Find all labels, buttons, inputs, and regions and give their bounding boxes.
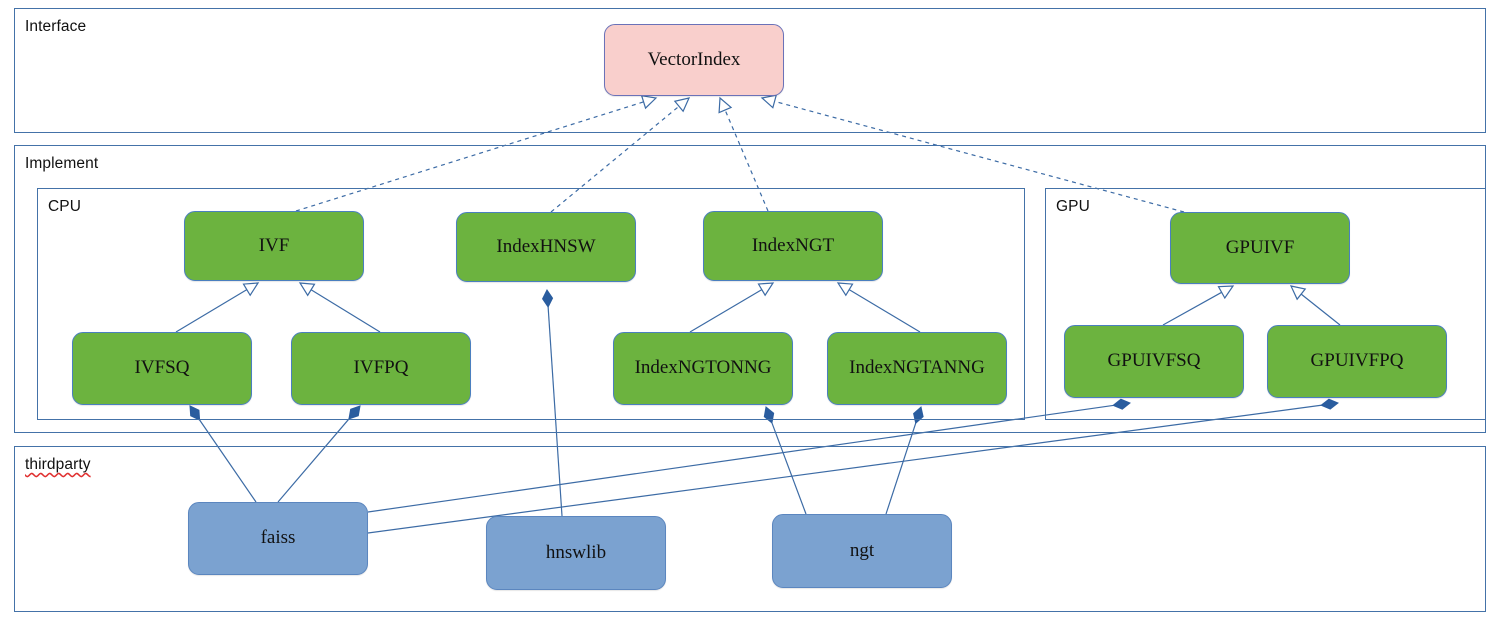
class-node-label: faiss: [260, 527, 296, 549]
class-node-ngt[interactable]: ngt: [772, 514, 952, 588]
container-label-thirdparty: thirdparty: [25, 456, 91, 473]
container-cpu: [37, 188, 1025, 420]
class-node-label: IVF: [258, 234, 290, 256]
class-node-ivfsq[interactable]: IVFSQ: [72, 332, 252, 405]
class-node-gpuivf[interactable]: GPUIVF: [1170, 212, 1350, 284]
class-node-label: GPUIVFSQ: [1107, 350, 1201, 372]
class-node-vectorindex[interactable]: VectorIndex: [604, 24, 784, 96]
container-label-implement: Implement: [25, 155, 99, 172]
class-node-label: GPUIVF: [1225, 236, 1295, 258]
class-node-gpuivfsq[interactable]: GPUIVFSQ: [1064, 325, 1244, 398]
container-label-interface: Interface: [25, 18, 87, 35]
class-node-indexhnsw[interactable]: IndexHNSW: [456, 212, 636, 282]
class-node-indexngt[interactable]: IndexNGT: [703, 211, 883, 281]
class-node-label: IVFSQ: [134, 357, 190, 379]
class-node-label: GPUIVFPQ: [1310, 350, 1404, 372]
class-node-label: IVFPQ: [353, 357, 409, 379]
class-node-label: IndexNGTANNG: [849, 357, 985, 379]
class-node-label: IndexNGT: [751, 234, 835, 256]
class-node-label: ngt: [849, 539, 875, 561]
class-node-label: VectorIndex: [647, 48, 741, 70]
class-node-indexngtonng[interactable]: IndexNGTONNG: [613, 332, 793, 405]
container-label-cpu: CPU: [48, 198, 82, 215]
class-node-gpuivfpq[interactable]: GPUIVFPQ: [1267, 325, 1447, 398]
class-node-ivfpq[interactable]: IVFPQ: [291, 332, 471, 405]
class-node-label: IndexNGTONNG: [634, 357, 772, 379]
container-interface: [14, 8, 1486, 133]
class-node-ivf[interactable]: IVF: [184, 211, 364, 281]
class-node-label: IndexHNSW: [496, 235, 596, 257]
class-node-faiss[interactable]: faiss: [188, 502, 368, 575]
class-node-indexngtanng[interactable]: IndexNGTANNG: [827, 332, 1007, 405]
class-node-label: hnswlib: [545, 541, 607, 563]
container-gpu: [1045, 188, 1486, 420]
container-thirdparty: [14, 446, 1486, 612]
container-label-gpu: GPU: [1056, 198, 1090, 215]
class-node-hnswlib[interactable]: hnswlib: [486, 516, 666, 590]
